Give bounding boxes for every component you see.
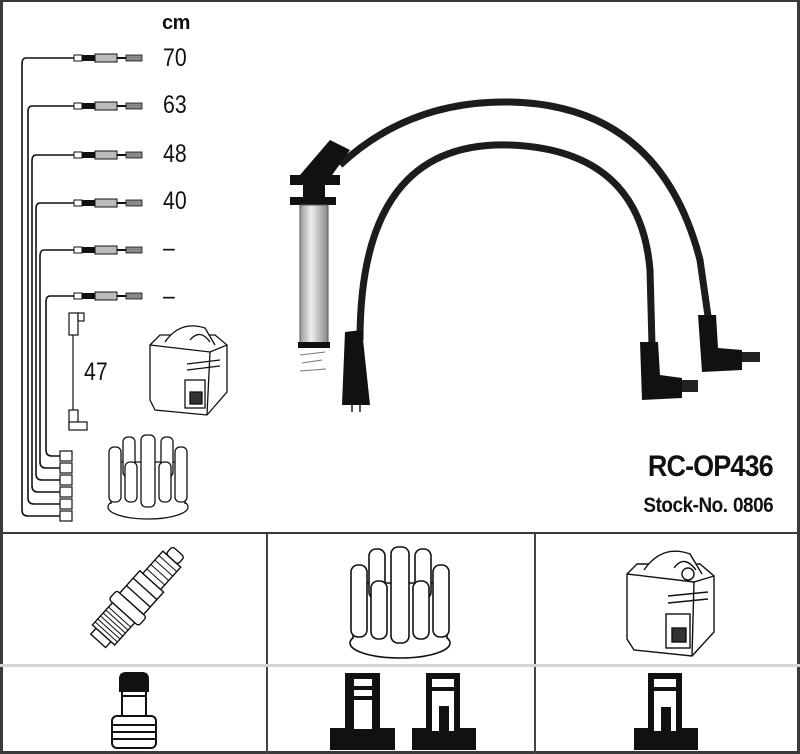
stock-number: 0806	[732, 494, 774, 517]
lead-length-5: –	[163, 234, 175, 262]
product-code: RC-OP436	[648, 450, 774, 483]
stock-label: Stock-No.	[643, 494, 728, 517]
lead-length-3: 48	[163, 140, 187, 168]
lead-length-1: 70	[163, 44, 187, 72]
top-panel	[0, 532, 800, 534]
distributor-socket-female-icon	[412, 673, 476, 750]
row-divider	[0, 664, 800, 667]
unit-label: cm	[162, 12, 190, 34]
column-divider-1	[266, 534, 268, 754]
distributor-cap-icon	[107, 434, 189, 520]
column-divider-2	[534, 534, 536, 754]
coil-lead-length: 47	[84, 358, 108, 386]
distributor-cap-icon	[349, 546, 451, 659]
ignition-cable-set-icon	[290, 98, 760, 412]
stock-number-line: Stock-No.0806	[643, 494, 773, 518]
coil-pack-icon	[149, 325, 228, 416]
distributor-socket-male-icon	[330, 673, 395, 750]
ignition-coil-icon	[626, 550, 715, 657]
coil-socket-female-icon	[634, 673, 698, 750]
lead-length-4: 40	[163, 187, 187, 215]
lead-length-6: –	[163, 282, 175, 310]
lead-schematic-icon	[21, 53, 143, 522]
spark-plug-icon	[89, 546, 184, 649]
lead-length-2: 63	[163, 91, 187, 119]
spark-plug-terminal-icon	[111, 672, 157, 749]
